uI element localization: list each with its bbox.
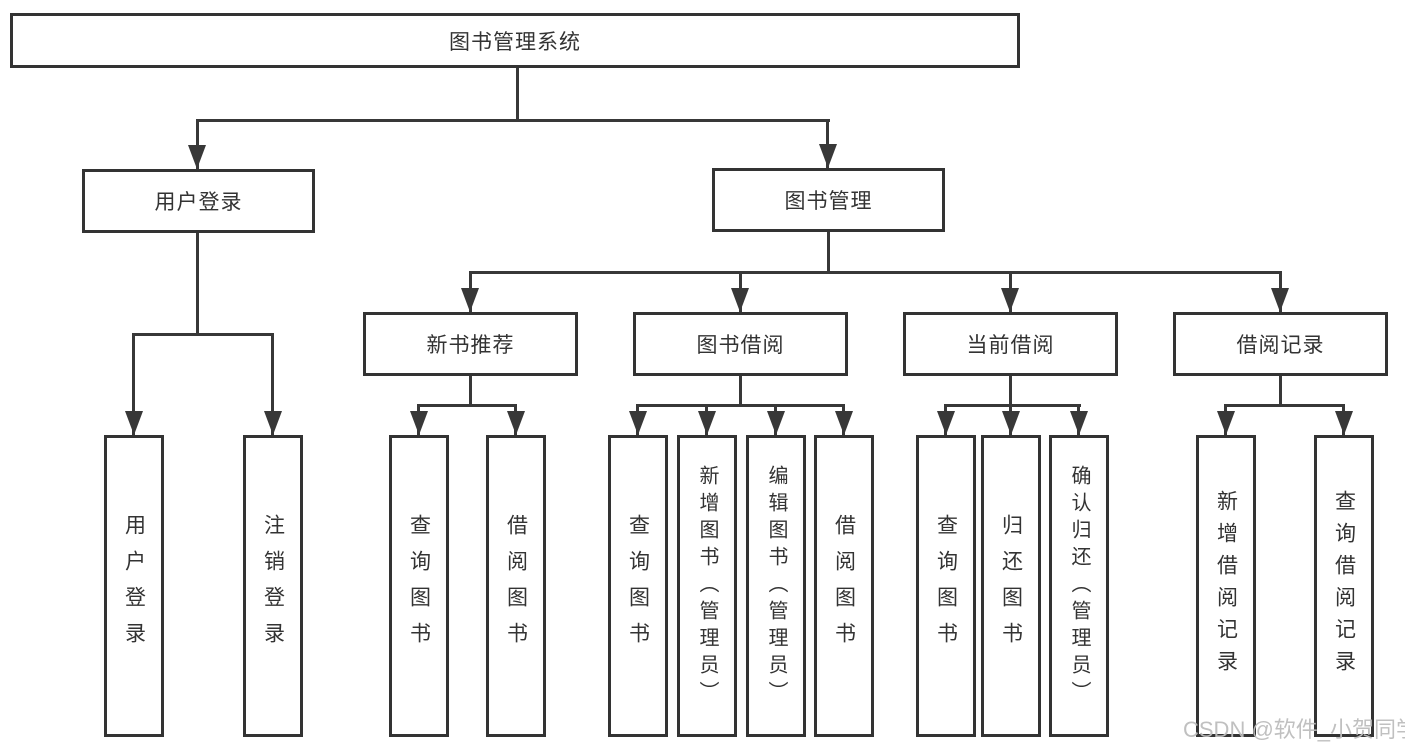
arrowhead-down-icon <box>698 411 716 435</box>
leaf-borrow-books-borrowing: 借阅图书 <box>814 435 874 737</box>
arrowhead-down-icon <box>767 411 785 435</box>
node-new-book-recommend: 新书推荐 <box>363 312 578 376</box>
node-system-root: 图书管理系统 <box>10 13 1020 68</box>
connector-vline <box>516 68 519 120</box>
arrowhead-down-icon <box>1335 411 1353 435</box>
arrowhead-down-icon <box>264 411 282 435</box>
connector-vline <box>271 333 274 435</box>
leaf-return-book: 归还图书 <box>981 435 1041 737</box>
connector-vline <box>826 119 829 168</box>
leaf-user-login: 用户登录 <box>104 435 164 737</box>
connector-hline <box>944 404 1081 407</box>
arrowhead-down-icon <box>1001 288 1019 312</box>
connector-hline <box>132 333 274 336</box>
leaf-add-book-admin: 新增图书（管理员） <box>677 435 737 737</box>
connector-vline <box>827 232 830 274</box>
arrowhead-down-icon <box>1070 411 1088 435</box>
leaf-logout: 注销登录 <box>243 435 303 737</box>
leaf-query-books-borrowing: 查询图书 <box>608 435 668 737</box>
node-label: 借阅记录 <box>1236 334 1325 357</box>
leaf-label: 借阅图书 <box>832 514 856 658</box>
node-user-login: 用户登录 <box>82 169 315 233</box>
node-borrowing-records: 借阅记录 <box>1173 312 1388 376</box>
arrowhead-down-icon <box>188 145 206 169</box>
leaf-label: 归还图书 <box>999 514 1023 658</box>
leaf-label: 确认归还（管理员） <box>1068 464 1090 708</box>
leaf-edit-book-admin: 编辑图书（管理员） <box>746 435 806 737</box>
node-book-management: 图书管理 <box>712 168 945 232</box>
connector-hline <box>469 271 1282 274</box>
leaf-label: 查询图书 <box>934 514 958 658</box>
leaf-label: 查询借阅记录 <box>1332 490 1356 682</box>
node-label: 新书推荐 <box>426 334 515 357</box>
arrowhead-down-icon <box>937 411 955 435</box>
arrowhead-down-icon <box>629 411 647 435</box>
arrowhead-down-icon <box>835 411 853 435</box>
arrowhead-down-icon <box>125 411 143 435</box>
leaf-label: 新增借阅记录 <box>1214 490 1238 682</box>
connector-vline <box>196 119 199 169</box>
leaf-query-books-current: 查询图书 <box>916 435 976 737</box>
leaf-label: 查询图书 <box>626 514 650 658</box>
arrowhead-down-icon <box>410 411 428 435</box>
connector-vline <box>196 233 199 335</box>
connector-vline <box>1279 376 1282 407</box>
connector-vline <box>739 376 742 407</box>
leaf-query-borrow-record: 查询借阅记录 <box>1314 435 1374 737</box>
leaf-add-borrow-record: 新增借阅记录 <box>1196 435 1256 737</box>
leaf-query-books-recommend: 查询图书 <box>389 435 449 737</box>
node-label: 图书管理系统 <box>449 30 581 54</box>
node-label: 图书管理 <box>784 190 873 213</box>
connector-hline <box>417 404 517 407</box>
csdn-watermark: CSDN @软件_小贺同学 <box>1183 717 1405 742</box>
arrowhead-down-icon <box>1217 411 1235 435</box>
leaf-label: 查询图书 <box>407 514 431 658</box>
arrowhead-down-icon <box>731 288 749 312</box>
connector-hline <box>197 119 830 122</box>
leaf-confirm-return-admin: 确认归还（管理员） <box>1049 435 1109 737</box>
connector-hline <box>636 404 845 407</box>
connector-vline <box>132 333 135 435</box>
arrowhead-down-icon <box>1002 411 1020 435</box>
node-label: 当前借阅 <box>966 334 1055 357</box>
node-book-borrowing: 图书借阅 <box>633 312 848 376</box>
leaf-label: 注销登录 <box>261 514 285 658</box>
leaf-label: 编辑图书（管理员） <box>765 464 787 708</box>
connector-vline <box>1009 376 1012 407</box>
arrowhead-down-icon <box>1271 288 1289 312</box>
connector-vline <box>469 376 472 407</box>
leaf-label: 用户登录 <box>122 514 146 658</box>
node-label: 图书借阅 <box>696 334 785 357</box>
connector-hline <box>1224 404 1345 407</box>
arrowhead-down-icon <box>461 288 479 312</box>
leaf-borrow-books-recommend: 借阅图书 <box>486 435 546 737</box>
node-label: 用户登录 <box>154 191 243 214</box>
leaf-label: 借阅图书 <box>504 514 528 658</box>
arrowhead-down-icon <box>507 411 525 435</box>
leaf-label: 新增图书（管理员） <box>696 464 718 708</box>
node-current-borrowing: 当前借阅 <box>903 312 1118 376</box>
arrowhead-down-icon <box>819 144 837 168</box>
